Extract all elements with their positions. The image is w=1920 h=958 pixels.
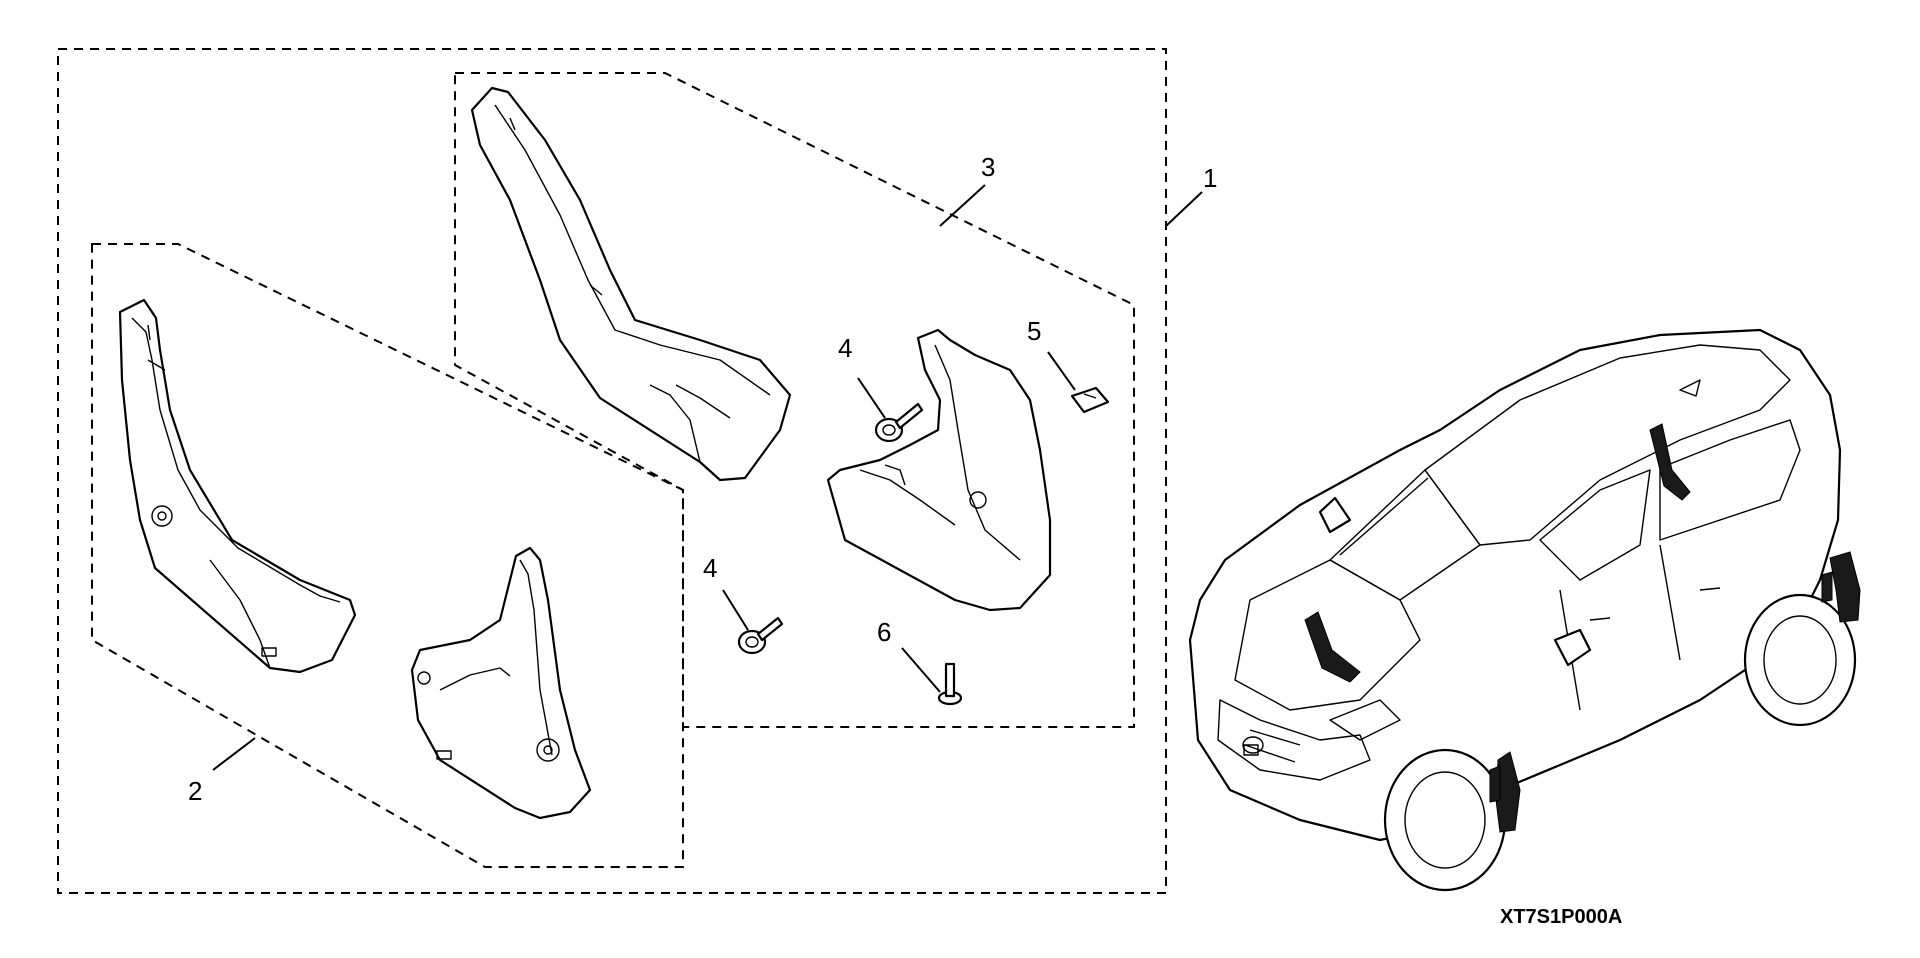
rear-mudguard-right — [826, 328, 1052, 612]
front-mudguard-right — [410, 546, 592, 820]
leader-4a — [857, 377, 886, 419]
kit-group-2-outline — [91, 243, 684, 868]
callout-4-lower: 4 — [703, 553, 717, 583]
callout-2: 2 — [188, 776, 202, 806]
callout-6: 6 — [877, 617, 891, 647]
leader-6 — [901, 647, 941, 693]
callout-4-upper: 4 — [838, 333, 852, 363]
leader-4b — [722, 589, 749, 631]
vehicle-illustration — [1188, 328, 1861, 892]
screw-lower — [737, 616, 784, 655]
screw-upper — [874, 402, 924, 443]
rear-mudguard-left — [470, 86, 792, 482]
leader-3 — [939, 184, 986, 227]
clip-nut — [1070, 386, 1110, 414]
leader-1 — [1165, 191, 1203, 227]
diagram-code: XT7S1P000A — [1500, 906, 1622, 928]
front-mudguard-left — [118, 298, 357, 674]
pin-clip — [937, 662, 963, 706]
callout-5: 5 — [1027, 316, 1041, 346]
kit-group-3-outline — [454, 72, 1135, 728]
leader-2 — [212, 737, 256, 771]
callout-3: 3 — [981, 152, 995, 182]
callout-1: 1 — [1203, 163, 1217, 193]
leader-5 — [1047, 351, 1076, 391]
